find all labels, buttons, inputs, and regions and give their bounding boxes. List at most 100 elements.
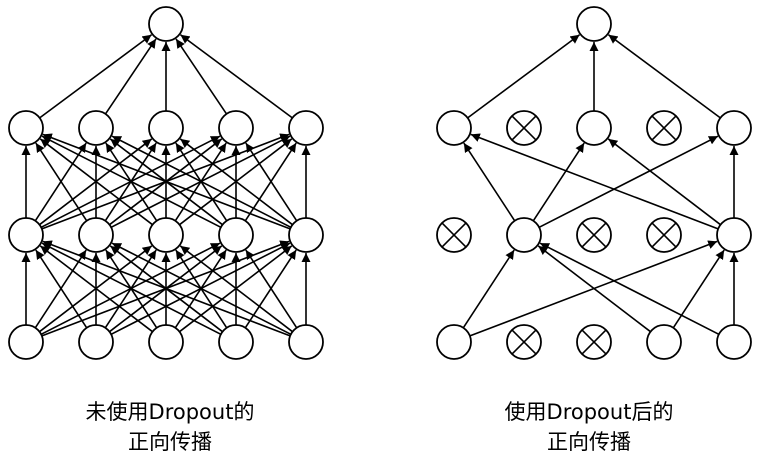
neuron [436,324,472,360]
dropped-cross [511,115,537,141]
connection-arrow [111,135,292,228]
connection-arrow [179,245,293,333]
connection-arrow [538,135,719,228]
neuron-circle [576,110,612,146]
connection-arrow [245,142,298,222]
neuron [78,110,114,146]
caption-standard-network: 未使用Dropout的 正向传播 [0,397,340,457]
connection-arrow [179,138,293,226]
neuron-circle [218,217,254,253]
connection-arrow [462,249,515,329]
neuron-circle [576,6,612,42]
caption-dropout-network: 使用Dropout后的 正向传播 [419,397,759,457]
neuron [218,110,254,146]
connection-arrow [39,245,153,333]
dropout-network [436,6,752,360]
neuron-circle [288,110,324,146]
connection-arrow [470,133,719,230]
neurons [8,6,324,360]
dropped-neuron [506,324,542,360]
neuron [288,324,324,360]
connection-arrow [607,34,721,119]
neuron-circle [436,110,472,146]
neurons [436,6,752,360]
neuron [506,217,542,253]
dropped-cross [581,329,607,355]
caption-line: 正向传播 [547,430,631,454]
neuron-circle [716,324,752,360]
connection-arrow [39,138,153,226]
neuron [148,110,184,146]
connections [21,34,311,337]
neuron [288,110,324,146]
connections [462,34,739,337]
neuron-circle [148,110,184,146]
neuron-circle [78,110,114,146]
dropped-neuron [576,217,612,253]
connection-arrow [39,34,153,119]
standard-network [8,6,324,360]
neuron-circle [218,324,254,360]
caption-line: 未使用Dropout的 [85,400,255,424]
neuron [8,217,44,253]
neuron [716,110,752,146]
caption-line: 正向传播 [128,430,212,454]
neuron-circle [148,6,184,42]
neuron [288,217,324,253]
dropped-neuron [646,110,682,146]
neuron-circle [148,324,184,360]
connection-arrow [607,138,721,226]
neuron [148,324,184,360]
neuron-circle [506,217,542,253]
neuron-circle [288,217,324,253]
connection-arrow [111,242,292,335]
connection-arrow [35,142,88,222]
connection-arrow [41,242,222,335]
dropped-neuron [436,217,472,253]
neuron [716,217,752,253]
caption-line: 使用Dropout后的 [504,400,674,424]
dropped-cross [581,222,607,248]
connection-arrow [539,242,720,335]
neuron [576,110,612,146]
neuron-circle [288,324,324,360]
neuron-circle [8,217,44,253]
neuron-circle [716,110,752,146]
neuron [8,324,44,360]
neuron-circle [78,217,114,253]
connection-arrow [245,249,298,329]
connection-arrow [42,133,291,230]
connection-arrow [467,34,581,119]
connection-arrow [463,142,516,222]
dropped-cross [651,222,677,248]
dropped-neuron [506,110,542,146]
connection-arrow [537,245,651,333]
dropped-cross [651,115,677,141]
neuron [218,324,254,360]
neuron [716,324,752,360]
neuron [8,110,44,146]
neuron-circle [8,324,44,360]
neuron-circle [436,324,472,360]
neuron-circle [148,217,184,253]
connection-arrow [41,135,222,228]
neuron-circle [8,110,44,146]
connection-arrow [179,34,293,119]
neuron-circle [646,324,682,360]
dropped-neuron [576,324,612,360]
dropped-cross [511,329,537,355]
connection-arrow [42,240,291,337]
neuron-circle [218,110,254,146]
neuron-circle [716,217,752,253]
dropped-cross [441,222,467,248]
connection-arrow [672,249,725,329]
neuron [148,6,184,42]
neuron [436,110,472,146]
dropped-neuron [646,217,682,253]
neuron [218,217,254,253]
neuron [148,217,184,253]
neuron [576,6,612,42]
connection-arrow [104,38,157,115]
connection-arrow [532,142,585,222]
